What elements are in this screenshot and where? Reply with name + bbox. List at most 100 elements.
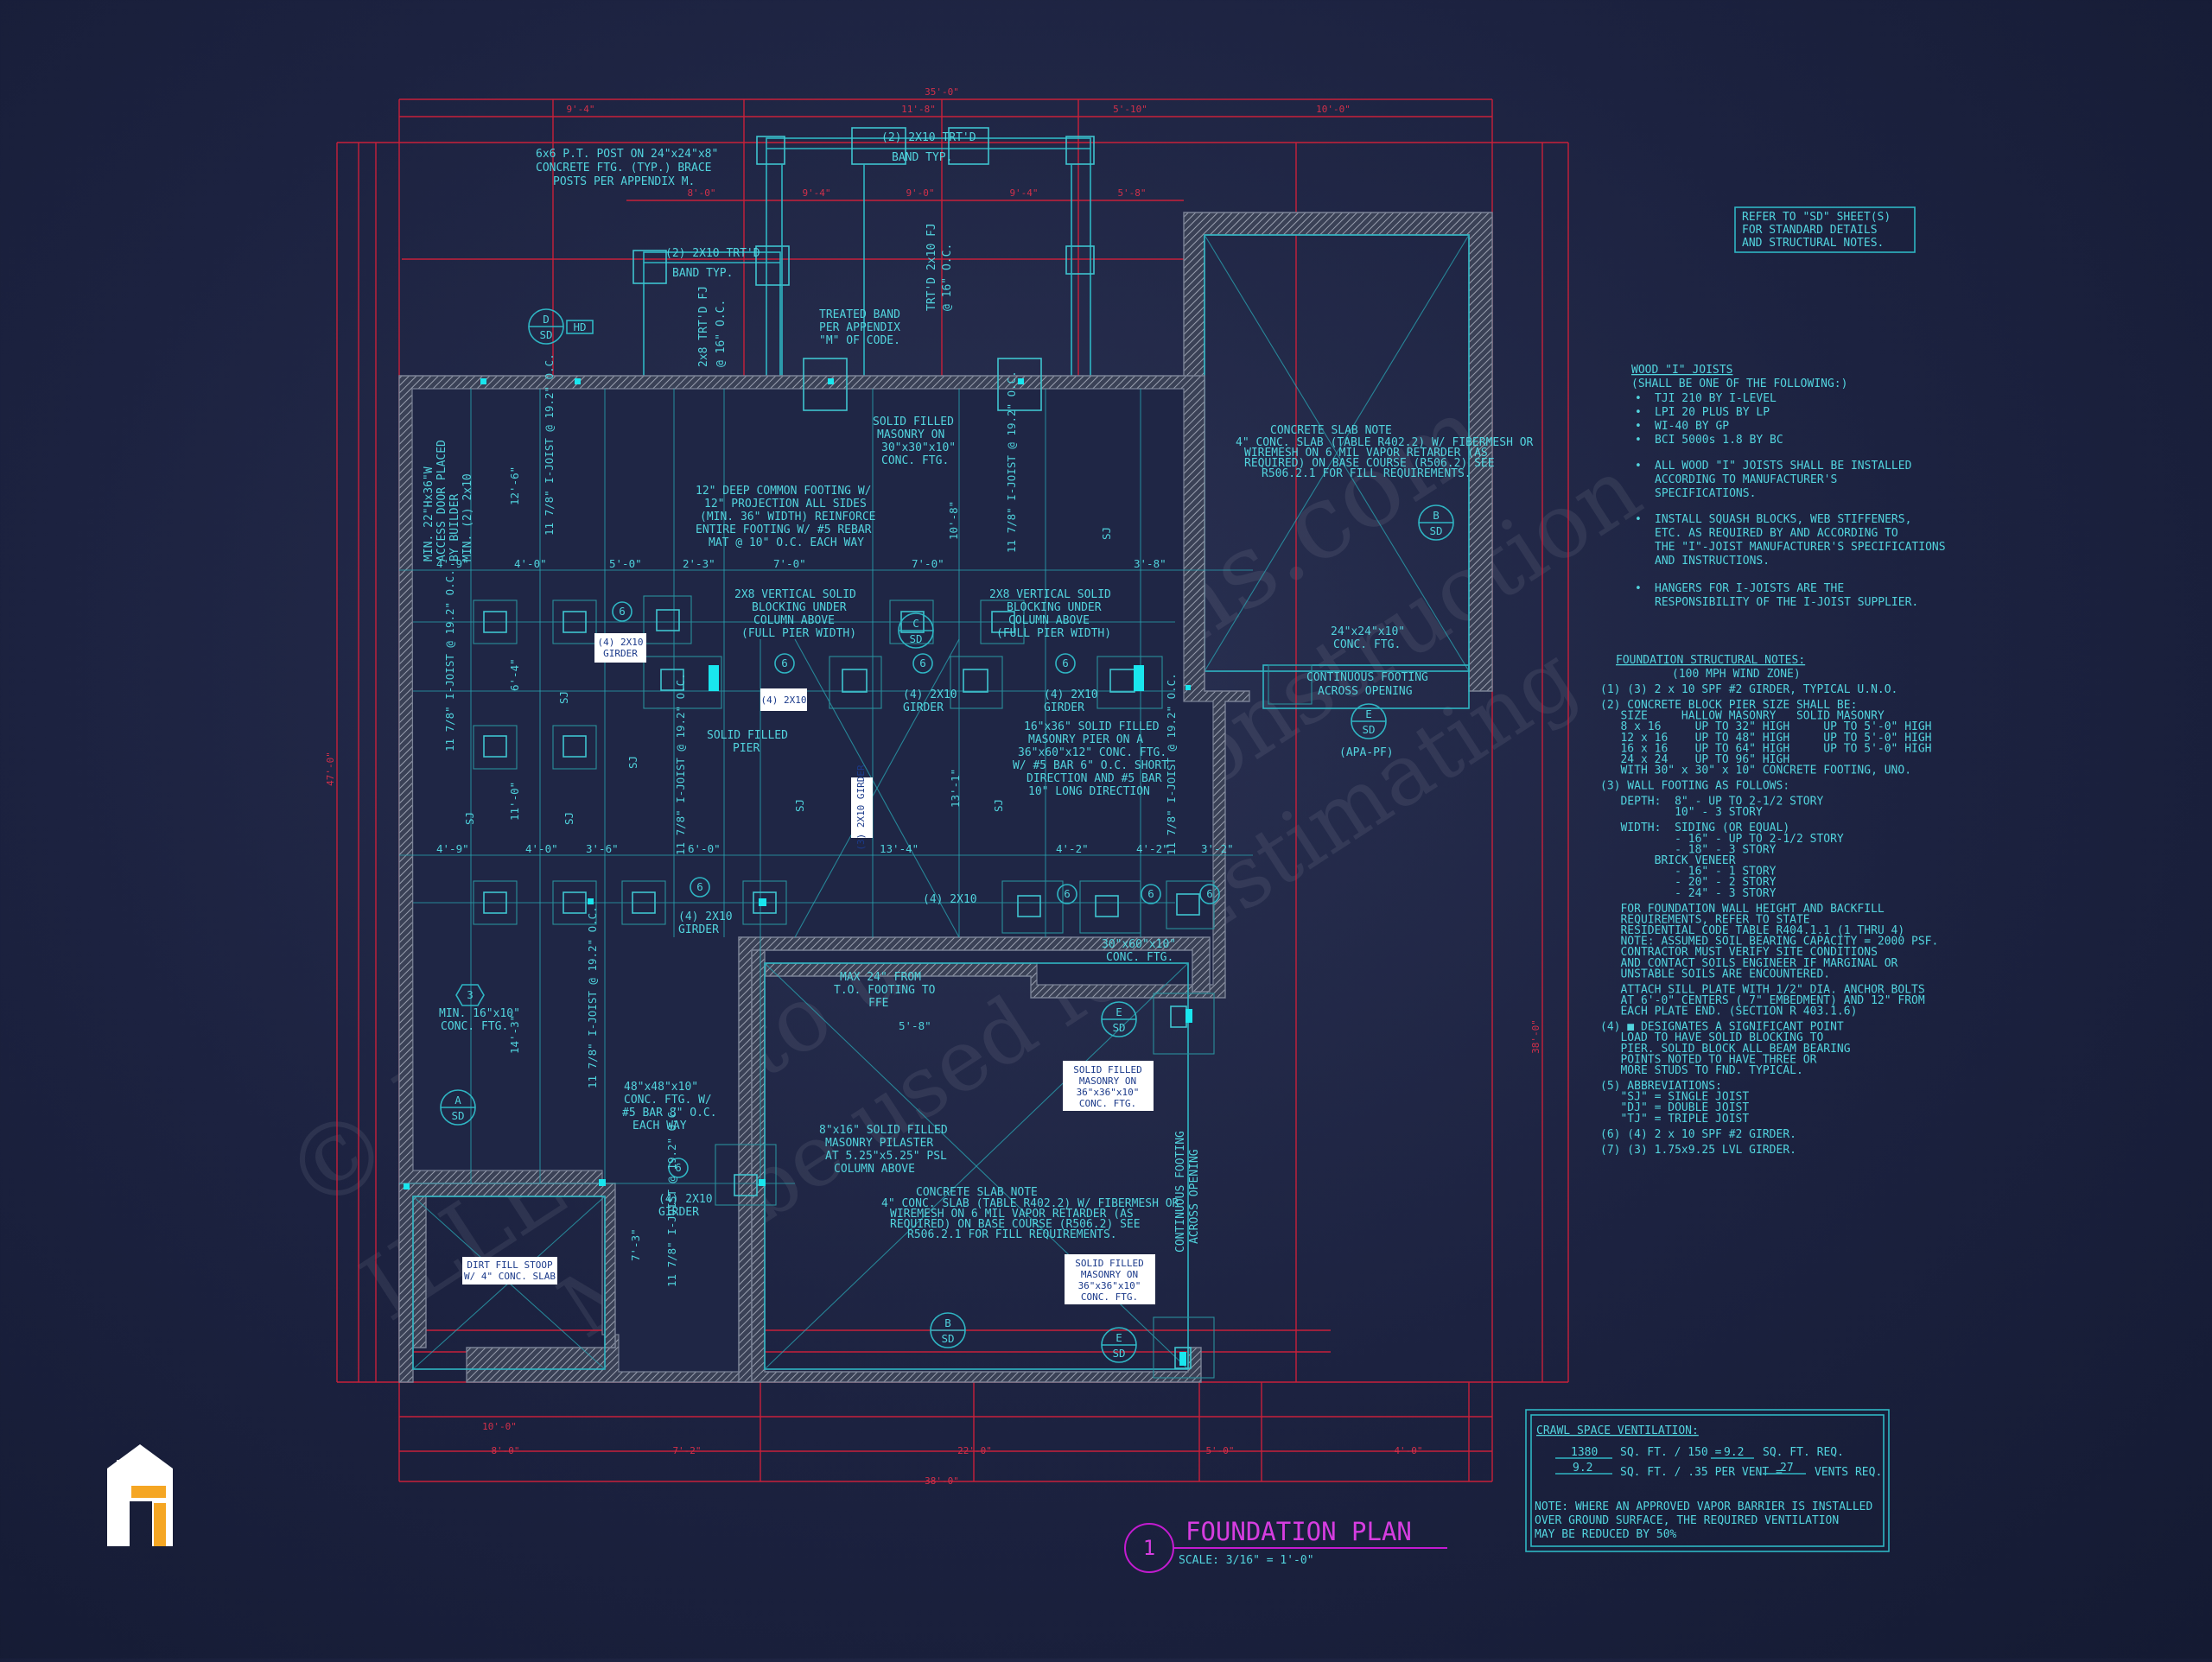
svg-text:SD: SD — [941, 1332, 954, 1345]
dim-top2-1: 8'-0" — [687, 187, 715, 199]
svg-text:BY BUILDER: BY BUILDER — [448, 494, 461, 561]
foundation-note-line: RESIDENTIAL CODE TABLE R404.1.1 (1 THRU … — [1600, 924, 1904, 937]
svg-text:BLOCKING UNDER: BLOCKING UNDER — [1007, 601, 1102, 614]
svg-text:FOR STANDARD DETAILS: FOR STANDARD DETAILS — [1742, 224, 1878, 237]
svg-text:6: 6 — [619, 605, 626, 618]
dirt-fill-label-2: W/ 4" CONC. SLAB — [464, 1271, 556, 1282]
foundation-note-line: (3) WALL FOOTING AS FOLLOWS: — [1600, 780, 1789, 793]
foundation-note-line: BRICK VENEER — [1600, 854, 1736, 867]
note-min-16x10: MIN. 16"x10"CONC. FTG. — [439, 1007, 520, 1033]
svg-text:CONC. FTG.: CONC. FTG. — [441, 1020, 508, 1033]
svg-text:•: • — [1635, 406, 1642, 419]
svg-text:CONCRETE SLAB NOTE: CONCRETE SLAB NOTE — [916, 1186, 1038, 1199]
svg-text:11 7/8" I-JOIST @ 19.2" O.C.: 11 7/8" I-JOIST @ 19.2" O.C. — [674, 673, 687, 855]
foundation-note-line: AT 6'-0" CENTERS ( 7" EMBEDMENT) AND 12"… — [1600, 994, 1925, 1007]
svg-text:6'-4": 6'-4" — [508, 658, 521, 691]
dim-bottom-overall: 38'-0" — [925, 1475, 959, 1487]
vent-r2-text: SQ. FT. / .35 PER VENT = — [1620, 1466, 1783, 1479]
svg-text:•: • — [1635, 420, 1642, 433]
circle-mark: 6 — [1057, 884, 1077, 904]
svg-text:CONCRETE FTG. (TYP.) BRACE: CONCRETE FTG. (TYP.) BRACE — [536, 162, 712, 174]
svg-text:10" LONG DIRECTION: 10" LONG DIRECTION — [1028, 785, 1150, 798]
svg-text:THE "I"-JOIST MANUFACTURER'S S: THE "I"-JOIST MANUFACTURER'S SPECIFICATI… — [1655, 541, 1946, 554]
joist-heading: WOOD "I" JOISTS — [1631, 364, 1732, 377]
dimension-lines — [336, 98, 1569, 1482]
svg-text:HD: HD — [573, 320, 586, 333]
section-tag-e-right: E SD — [1351, 703, 1387, 739]
svg-text:PIER: PIER — [733, 742, 760, 755]
joist-notes: WOOD "I" JOISTS (SHALL BE ONE OF THE FOL… — [1631, 364, 1946, 609]
svg-text:@ 16" O.C.: @ 16" O.C. — [715, 300, 728, 367]
svg-text:MIN. 16"x10": MIN. 16"x10" — [439, 1007, 520, 1020]
svg-text:4'-0": 4'-0" — [525, 842, 558, 855]
girder-label-a-2: GIRDER — [603, 648, 638, 659]
circle-mark: 6 — [612, 601, 632, 622]
foundation-note-line: ATTACH SILL PLATE WITH 1/2" DIA. ANCHOR … — [1600, 983, 1925, 996]
vent-r1-tail: SQ. FT. REQ. — [1763, 1446, 1844, 1459]
foundation-note-line: REQUIREMENTS, REFER TO STATE — [1600, 913, 1810, 926]
svg-text:12'-6": 12'-6" — [508, 466, 521, 505]
svg-text:CONC. FTG. W/: CONC. FTG. W/ — [624, 1094, 712, 1107]
foundation-note-line: POINTS NOTED TO HAVE THREE OR — [1600, 1053, 1817, 1066]
refer-note: REFER TO "SD" SHEET(S) FOR STANDARD DETA… — [1734, 206, 1916, 253]
svg-text:(2) 2X10 TRT'D: (2) 2X10 TRT'D — [881, 131, 976, 144]
svg-text:16"x36" SOLID FILLED: 16"x36" SOLID FILLED — [1024, 720, 1160, 733]
joist-labels: 11 7/8" I-JOIST @ 19.2" O.C. 11 7/8" I-J… — [443, 353, 1178, 1287]
svg-text:E: E — [1116, 1005, 1122, 1018]
svg-text:3'-6": 3'-6" — [586, 842, 619, 855]
svg-text:2x8 TRT'D FJ: 2x8 TRT'D FJ — [697, 286, 710, 367]
section-tag-b-low: B SD — [930, 1312, 966, 1348]
svg-text:4'-2": 4'-2" — [1136, 842, 1169, 855]
svg-text:DIRECTION AND #5 BAR: DIRECTION AND #5 BAR — [1027, 772, 1162, 785]
solid36-b-2: MASONRY ON — [1081, 1269, 1138, 1280]
foundation-note-line: (1) (3) 2 x 10 SPF #2 GIRDER, TYPICAL U.… — [1600, 683, 1897, 696]
svg-text:11 7/8" I-JOIST @ 19.2" O.C.: 11 7/8" I-JOIST @ 19.2" O.C. — [1005, 371, 1018, 553]
dim-right-overall: 38'-0" — [1530, 1019, 1541, 1054]
solid36-b-4: CONC. FTG. — [1081, 1291, 1138, 1303]
foundation-note-line: WITH 30" x 30" x 10" CONCRETE FOOTING, U… — [1600, 764, 1911, 777]
svg-text:4'-9": 4'-9" — [436, 557, 469, 570]
svg-text:CONC. FTG.: CONC. FTG. — [881, 454, 949, 467]
dimension-texts: 35'-0" 9'-4" 11'-8" 5'-10" 10'-0" 8'-0" … — [325, 86, 1541, 1487]
foundation-note-line: (5) ABBREVIATIONS: — [1600, 1080, 1722, 1093]
foundation-note-line: 10" - 3 STORY — [1600, 806, 1763, 819]
svg-text:SJ: SJ — [1100, 527, 1113, 540]
note-ftg-30x60: 30"x60"x10"CONC. FTG. — [1102, 938, 1176, 964]
dim-bottom2-1: 8'-0" — [491, 1445, 519, 1456]
svg-text:6'-0": 6'-0" — [688, 842, 721, 855]
svg-text:BAND TYP.: BAND TYP. — [672, 267, 733, 280]
svg-text:TJI 210 BY I-LEVEL: TJI 210 BY I-LEVEL — [1655, 392, 1777, 405]
vent-r1-text: SQ. FT. / 150 = — [1620, 1446, 1722, 1459]
foundation-note-line: 16 x 16 UP TO 64" HIGH UP TO 5'-0" HIGH — [1600, 742, 1932, 755]
dim-bottom2-4: 5'-0" — [1205, 1445, 1234, 1456]
svg-text:2'-3": 2'-3" — [683, 557, 715, 570]
svg-text:24"x24"x10": 24"x24"x10" — [1331, 625, 1405, 638]
svg-text:MAT @ 10" O.C. EACH WAY: MAT @ 10" O.C. EACH WAY — [709, 536, 864, 549]
foundation-note-line: - 16" - UP TO 2-1/2 STORY — [1600, 833, 1844, 846]
svg-text:R506.2.1 FOR FILL REQUIREMENTS: R506.2.1 FOR FILL REQUIREMENTS. — [1262, 467, 1471, 480]
vent-r2-value: 9.2 — [1573, 1462, 1592, 1475]
foundation-notes: FOUNDATION STRUCTURAL NOTES: (100 MPH WI… — [1600, 654, 1938, 1157]
svg-text:(4) 2X10: (4) 2X10 — [903, 688, 957, 701]
svg-text:SJ: SJ — [626, 756, 639, 769]
svg-text:6: 6 — [919, 657, 926, 669]
foundation-note-line: LOAD TO HAVE SOLID BLOCKING TO — [1600, 1031, 1823, 1044]
circle-mark: 6 — [1055, 653, 1076, 674]
foundation-note-line: (6) (4) 2 x 10 SPF #2 GIRDER. — [1600, 1128, 1796, 1141]
plan-notes: 6x6 P.T. POST ON 24"x24"x8"CONCRETE FTG.… — [423, 131, 1534, 1253]
vent-r1-value: 1380 — [1571, 1446, 1598, 1459]
svg-text:AND STRUCTURAL NOTES.: AND STRUCTURAL NOTES. — [1742, 237, 1884, 250]
drawing-title-text: FOUNDATION PLAN — [1185, 1517, 1412, 1546]
svg-text:11 7/8" I-JOIST @ 19.2" O.C.: 11 7/8" I-JOIST @ 19.2" O.C. — [1165, 673, 1178, 855]
svg-text:T.O. FOOTING TO: T.O. FOOTING TO — [834, 984, 936, 997]
svg-text:AND INSTRUCTIONS.: AND INSTRUCTIONS. — [1655, 555, 1770, 568]
